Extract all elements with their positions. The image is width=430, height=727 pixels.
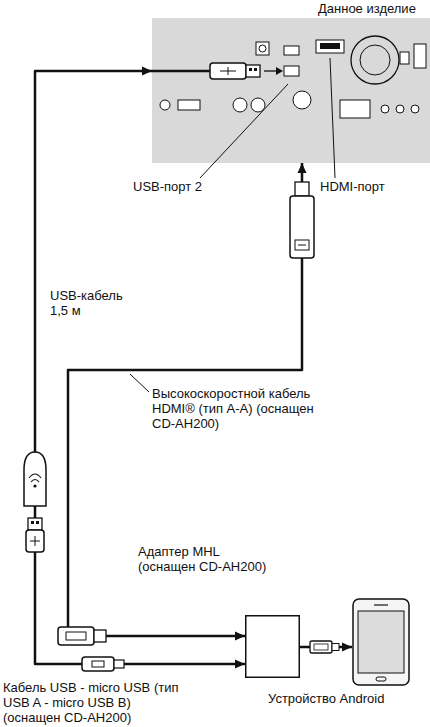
head-unit-panel: Данное изделие [152,18,430,163]
mhl-adapter-box: Адаптер MHL (оснащен CD-AH200) [245,615,300,678]
android-device: Устройство Android [352,598,410,686]
usb-receiver [24,452,46,506]
node-label: Данное изделие [318,1,416,16]
node-label: Устройство Android [268,691,384,706]
arrow-head [142,67,152,76]
usb-a-plug [26,518,44,552]
node-outline [152,18,430,163]
hdmi-plug [290,182,314,258]
port-label: HDMI-порт [320,179,385,194]
hdmi-plug [58,627,106,645]
leader-line [130,374,149,392]
arrow-head [235,660,245,669]
cable-label: USB-кабель 1,5 м [50,288,138,318]
node-outline [245,615,300,678]
node-label: Адаптер MHL (оснащен CD-AH200) [138,544,273,574]
arrow-head [298,163,307,173]
node-outline [352,598,410,686]
cable-label: Кабель USB - micro USB (тип USB A - micr… [3,680,181,725]
arrow-head [235,632,245,641]
micro-usb-plug [82,657,124,671]
leader-line [334,163,336,178]
port-label: USB-порт 2 [133,179,202,194]
mhl-plug [310,641,339,653]
cable-label: Высокоскоростной кабель HDMI® (тип A-A) … [152,386,324,431]
arrow-head [342,643,352,652]
leader-line [200,163,214,178]
